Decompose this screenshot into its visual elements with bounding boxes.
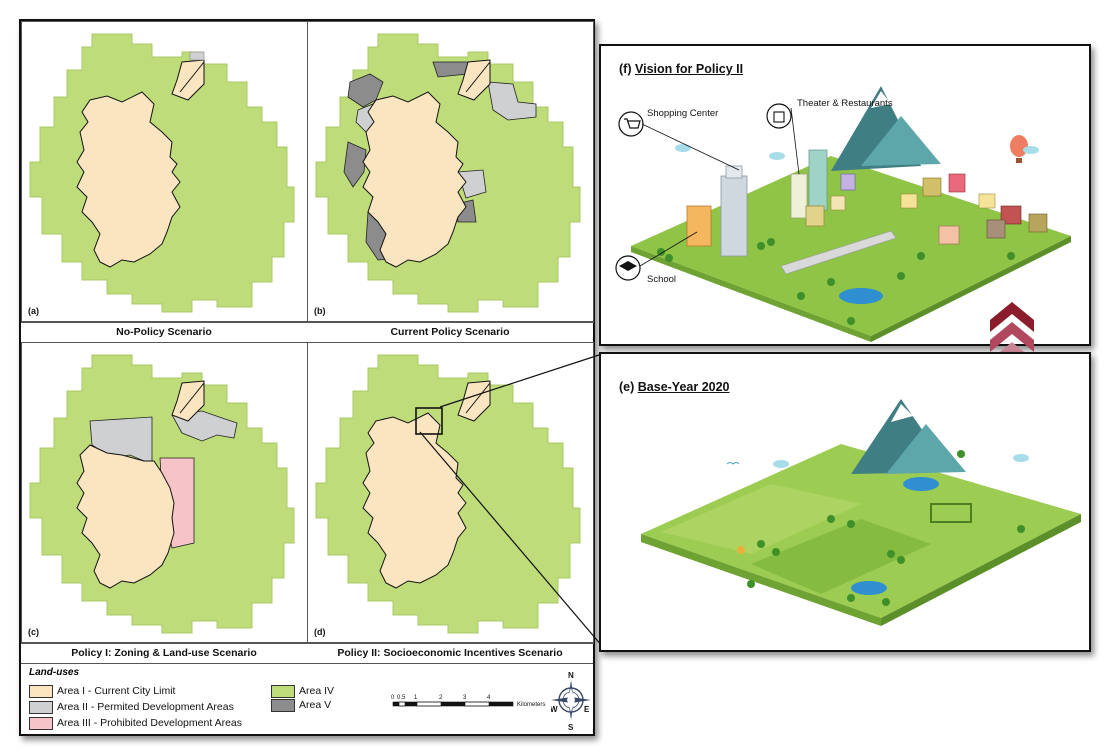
panel-letter: (b) <box>314 306 326 316</box>
area-v-dark <box>432 61 469 78</box>
legend-label: Area V <box>299 699 332 711</box>
map-panel-c: (c) <box>21 342 308 644</box>
legend-item: Area IV <box>271 684 351 698</box>
panel-letter: (c) <box>28 627 39 637</box>
label-shopping-center: Shopping Center <box>647 108 719 119</box>
area-i-northeast <box>171 59 205 101</box>
panel-letter: (d) <box>314 627 326 637</box>
panel-caption: No-Policy Scenario <box>21 321 307 342</box>
panel-caption: Policy I: Zoning & Land-use Scenario <box>21 642 307 663</box>
legend: Land-uses Area I - Current City Limit Ar… <box>21 663 593 735</box>
vision-e-title: (e) Base-Year 2020 <box>619 380 730 394</box>
area-i-northeast <box>457 59 491 101</box>
legend-label: Area III - Prohibited Development Areas <box>57 717 243 729</box>
area-i-city <box>76 91 181 268</box>
map-c-svg <box>29 354 295 634</box>
base-year-panel: (e) Base-Year 2020 <box>599 352 1091 652</box>
label-theater: Theater & Restaurants <box>797 98 893 109</box>
vision-e-title-text: Base-Year 2020 <box>637 380 730 394</box>
legend-label: Area I - Current City Limit <box>57 685 176 697</box>
vision-e-letter: (e) <box>619 380 635 394</box>
scale-tick: 4 <box>487 695 491 701</box>
compass-w: W <box>551 705 558 714</box>
compass-icon: N S W E <box>551 671 591 732</box>
maps-panel: (a) No-Policy Scenario (b) Current Polic… <box>19 19 595 736</box>
map-b-svg <box>315 33 581 313</box>
rural-scene <box>641 399 1081 626</box>
legend-swatch <box>29 717 53 730</box>
scale-unit: Kilometers <box>517 702 545 708</box>
legend-item: Area V <box>271 698 351 712</box>
compass-s: S <box>568 723 574 732</box>
area-i-city <box>362 91 467 268</box>
area-i-northeast <box>171 380 205 422</box>
vision-f-letter: (f) <box>619 62 632 76</box>
map-d-svg <box>315 354 581 634</box>
city-scene <box>615 86 1071 342</box>
scale-bar: 0 0.5 1 2 3 4 Kilometers <box>391 695 545 708</box>
legend-swatch <box>29 685 53 698</box>
scale-tick: 0.5 <box>397 695 406 701</box>
legend-swatch <box>271 685 295 698</box>
area-i-city <box>76 444 175 589</box>
shopping-cart-icon <box>618 111 644 137</box>
label-school: School <box>647 274 677 285</box>
panel-caption: Policy II: Socioeconomic Incentives Scen… <box>307 642 593 663</box>
area-ii-grey <box>457 169 487 199</box>
scale-tick: 0 <box>391 695 395 701</box>
compass-n: N <box>568 671 574 680</box>
legend-item: Area III - Prohibited Development Areas <box>29 716 269 730</box>
area-ii-grey <box>487 81 537 121</box>
legend-swatch <box>29 701 53 714</box>
legend-label: Area IV <box>299 685 335 697</box>
panel-caption: Current Policy Scenario <box>307 321 593 342</box>
popcorn-icon <box>766 103 792 129</box>
map-panel-b: (b) <box>307 21 594 323</box>
scale-tick: 3 <box>463 695 467 701</box>
vision-f-title: (f) Vision for Policy II <box>619 62 743 76</box>
vision-f-title-text: Vision for Policy II <box>634 62 744 76</box>
panel-letter: (a) <box>28 306 39 316</box>
scale-tick: 2 <box>439 695 443 701</box>
legend-item: Area I - Current City Limit <box>29 684 269 698</box>
map-panel-a: (a) <box>21 21 308 323</box>
legend-title: Land-uses <box>29 667 80 678</box>
legend-swatch <box>271 699 295 712</box>
scale-tick: 1 <box>414 695 418 701</box>
vision-policy-ii-panel: (f) Vision for Policy II <box>599 44 1091 346</box>
legend-item: Area II - Permited Development Areas <box>29 700 269 714</box>
map-panel-d: (d) <box>307 342 594 644</box>
compass-e: E <box>584 705 590 714</box>
legend-label: Area II - Permited Development Areas <box>57 701 234 713</box>
area-v-dark <box>343 141 367 188</box>
map-a-svg <box>29 33 295 313</box>
